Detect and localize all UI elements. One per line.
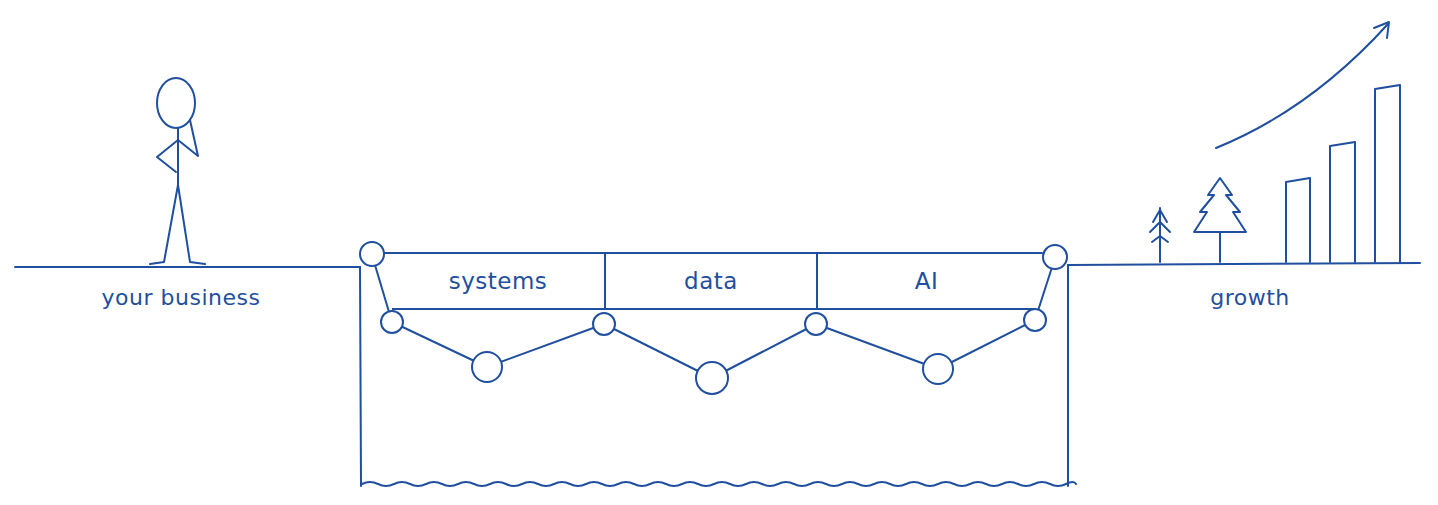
- ground-label: growth: [1210, 285, 1290, 310]
- truss-joints: [360, 242, 1067, 394]
- arrow-head: [1374, 22, 1389, 38]
- gap-wall: [360, 267, 361, 486]
- segment-label: systems: [449, 268, 548, 294]
- bridge-segment: AI: [816, 253, 1035, 310]
- segment-label: data: [684, 268, 738, 294]
- trees: [1150, 178, 1246, 262]
- growth-bars: [1286, 85, 1400, 262]
- ground-line: [1068, 263, 1420, 265]
- bridge-segment: data: [604, 253, 816, 310]
- water-line: [362, 482, 1076, 486]
- stick-figure: [150, 78, 205, 264]
- ground-label: your business: [102, 285, 261, 310]
- segment-label: AI: [915, 268, 939, 294]
- bridge-segment: systems: [392, 253, 604, 310]
- growth-arrow: [1216, 24, 1388, 148]
- ground-line: [15, 266, 360, 268]
- gap-wall: [1067, 265, 1069, 486]
